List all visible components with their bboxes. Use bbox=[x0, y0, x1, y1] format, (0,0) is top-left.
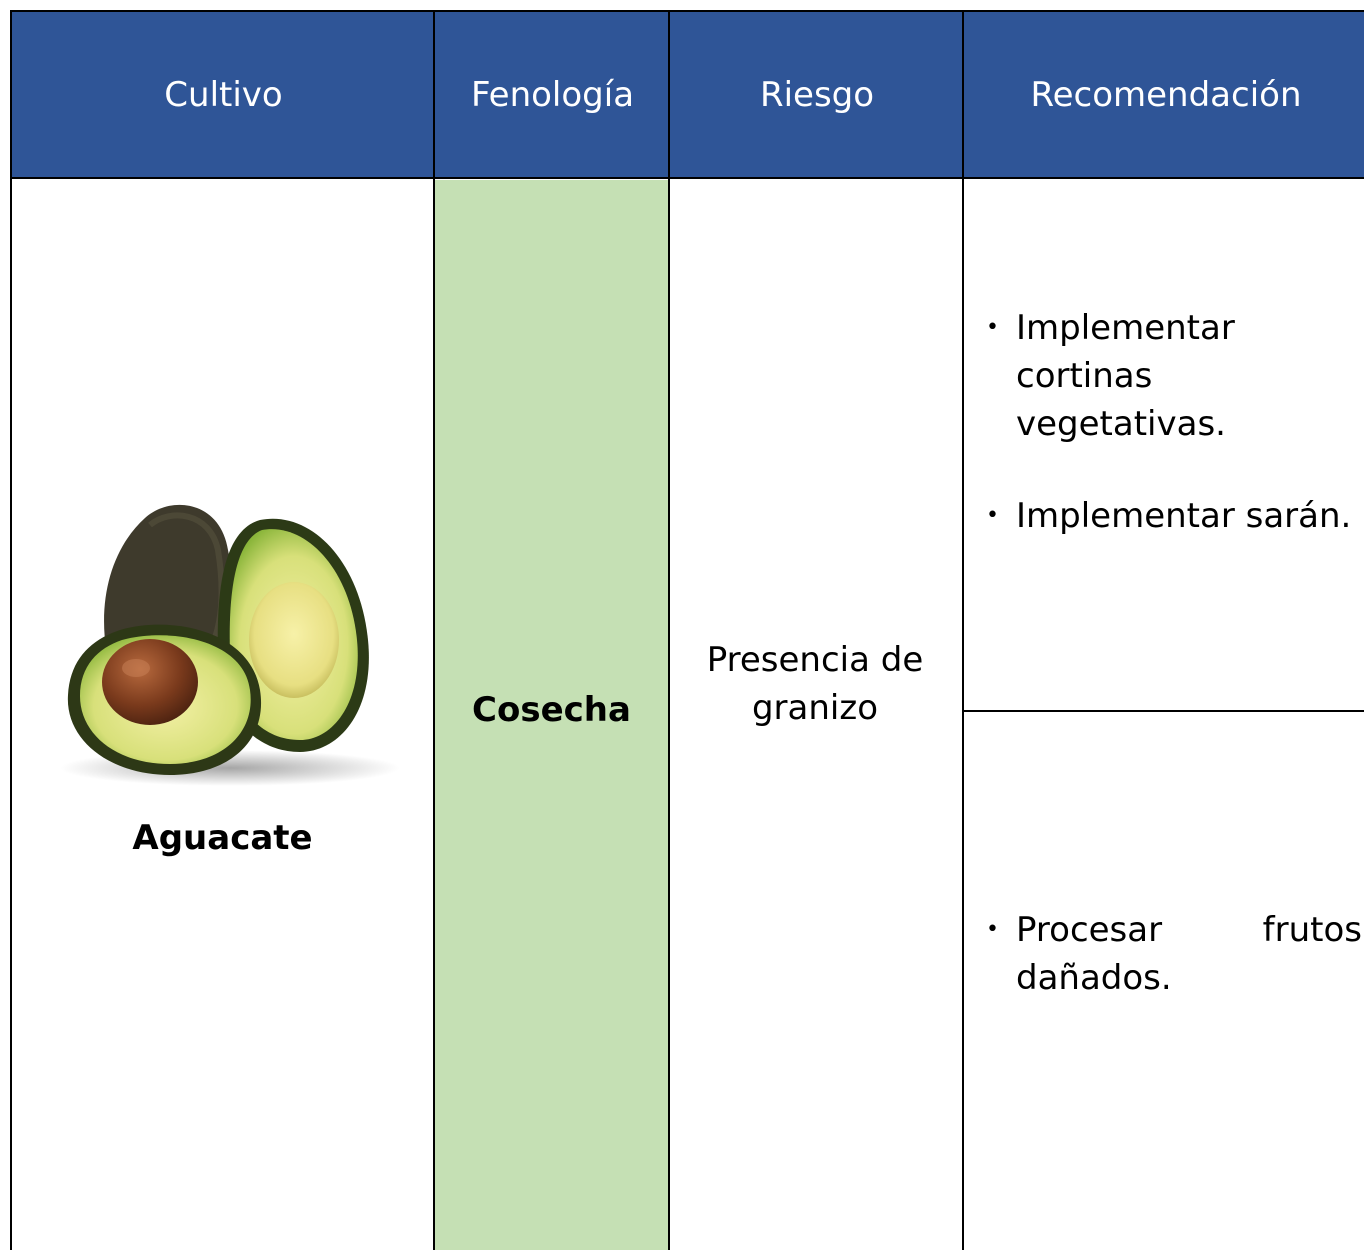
table-header: Cultivo Fenología Riesgo Recomendación bbox=[10, 10, 1364, 179]
phenology-cell-fill bbox=[435, 180, 668, 1250]
bullet-icon: • bbox=[986, 917, 999, 942]
risk-value: Presencia de granizo bbox=[706, 640, 924, 728]
bullet-icon: • bbox=[986, 315, 999, 340]
list-item: • Implementar cortinas vegetativas. bbox=[980, 304, 1362, 448]
avocado-image bbox=[60, 504, 400, 786]
recommendation-divider bbox=[962, 710, 1364, 712]
crop-risk-table: Cultivo Fenología Riesgo Recomendación bbox=[10, 10, 1364, 1250]
recommendation-word: Procesar bbox=[1016, 910, 1163, 950]
header-cultivo: Cultivo bbox=[164, 74, 283, 115]
recommendation-word: frutos bbox=[1262, 910, 1362, 950]
header-fenologia: Fenología bbox=[470, 74, 635, 115]
recommendation-list-top: • Implementar cortinas vegetativas. • Im… bbox=[980, 304, 1362, 584]
header-recomendacion: Recomendación bbox=[1030, 74, 1302, 115]
list-item: • Implementar sarán. bbox=[980, 492, 1362, 540]
column-divider bbox=[10, 10, 12, 1250]
recommendation-text: Implementar cortinas vegetativas. bbox=[1016, 308, 1235, 444]
recommendation-line: Procesar frutos bbox=[1016, 906, 1362, 954]
recommendation-text: Implementar sarán. bbox=[1016, 496, 1352, 536]
recommendation-line: dañados. bbox=[1016, 958, 1172, 998]
crop-name: Aguacate bbox=[132, 818, 313, 858]
phenology-value: Cosecha bbox=[472, 690, 631, 730]
column-divider bbox=[433, 10, 435, 1250]
column-divider bbox=[962, 10, 964, 1250]
header-riesgo: Riesgo bbox=[759, 74, 875, 115]
list-item: • Procesar frutos dañados. bbox=[980, 906, 1362, 1002]
column-divider bbox=[668, 10, 670, 1250]
bullet-icon: • bbox=[986, 503, 999, 528]
recommendation-list-bottom: • Procesar frutos dañados. bbox=[980, 906, 1362, 1046]
